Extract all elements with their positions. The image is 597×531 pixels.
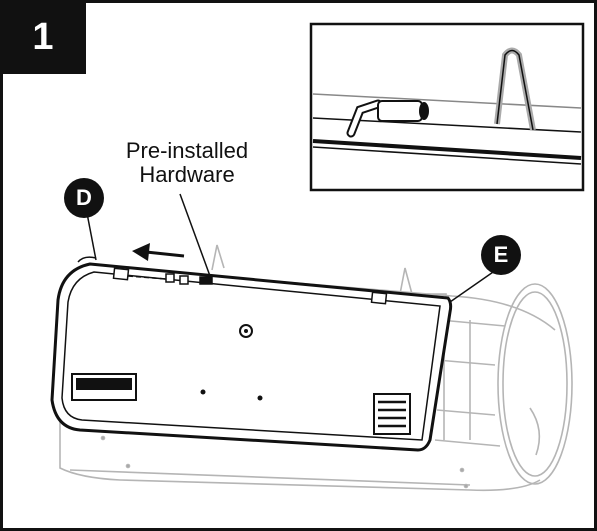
step-number-badge: 1 [0, 0, 86, 74]
callout-line-1: Pre-installed [125, 138, 249, 163]
hardware-callout: Pre-installed Hardware [102, 139, 272, 187]
control-grille [373, 393, 411, 435]
marker-e: E [481, 235, 521, 275]
direction-arrow [132, 243, 185, 261]
pre-installed-hardware-detail [346, 99, 429, 138]
inset-detail [309, 22, 585, 192]
marker-e-leader [449, 269, 497, 303]
brand-logo [71, 373, 137, 401]
top-hardware [112, 267, 388, 305]
callout-leader-line [179, 193, 211, 277]
callout-line-2: Hardware [139, 162, 235, 187]
inset-border [309, 22, 585, 192]
front-panel [50, 256, 453, 452]
marker-d: D [64, 178, 104, 218]
